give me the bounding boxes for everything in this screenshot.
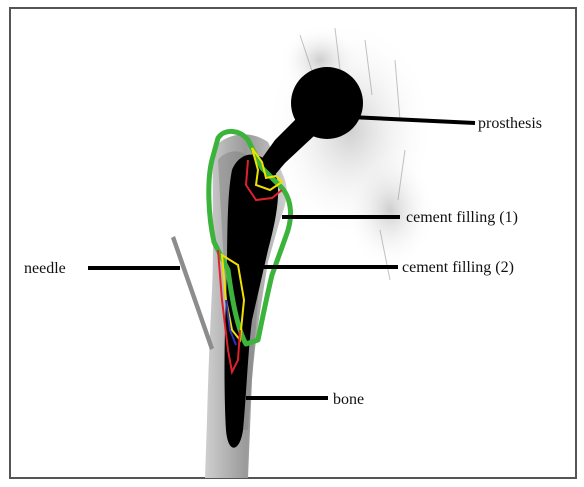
label-bone: bone <box>333 391 364 408</box>
label-cement-filling-2: cement filling (2) <box>402 259 514 276</box>
label-cement-filling-1: cement filling (1) <box>406 209 518 226</box>
label-needle: needle <box>24 260 66 277</box>
label-prosthesis: prosthesis <box>478 115 542 132</box>
